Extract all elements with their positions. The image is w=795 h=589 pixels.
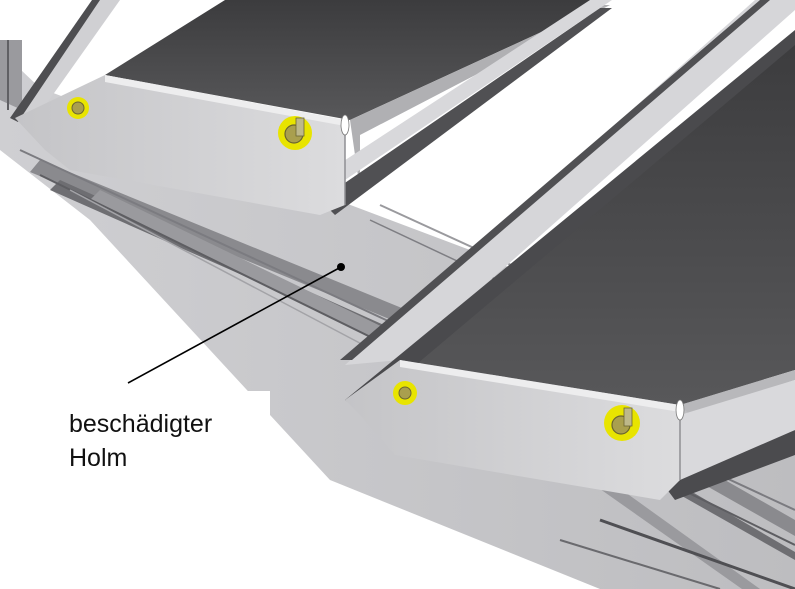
annotation-line-2: Holm <box>69 444 128 472</box>
bolt-lower-left <box>393 381 417 405</box>
bolt-upper-right <box>278 116 312 150</box>
annotation-line-1: beschädigter <box>69 410 213 438</box>
bolt-upper-left <box>67 97 89 119</box>
upper-step <box>10 0 612 215</box>
bolt-lower-right <box>604 405 640 441</box>
damage-annotation-label: beschädigter Holm <box>52 391 270 493</box>
leader-line <box>127 263 345 384</box>
lower-step <box>340 0 795 500</box>
